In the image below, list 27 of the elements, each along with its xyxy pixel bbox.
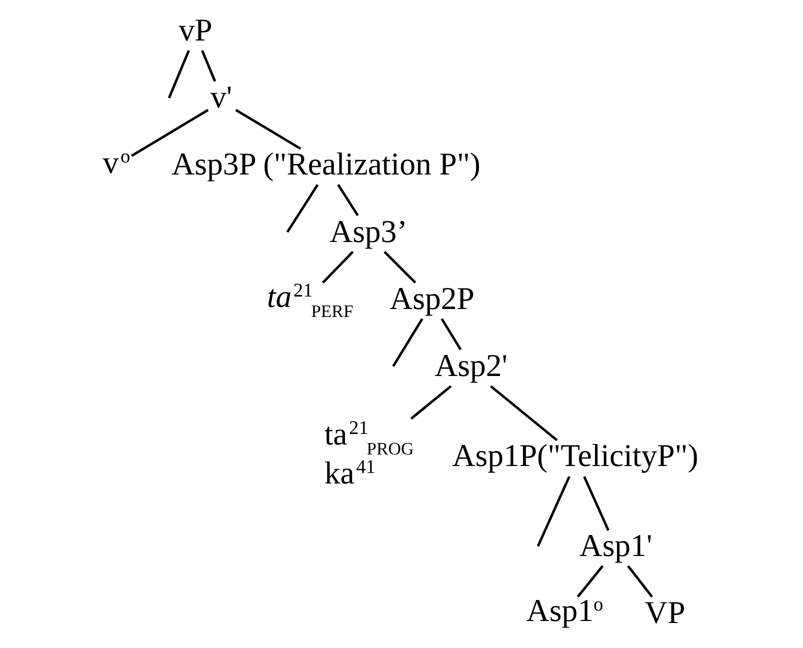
connector: [440, 318, 462, 350]
node-text: Asp2': [434, 348, 507, 383]
connector: [489, 385, 558, 442]
connector: [576, 565, 604, 598]
connector: [536, 476, 570, 547]
node-text: Asp1$^{o}$: [526, 593, 603, 628]
node-text: Asp1': [578, 528, 652, 563]
connector: [200, 50, 216, 82]
connector: [167, 50, 190, 98]
connector: [336, 184, 358, 216]
connector: [383, 250, 416, 284]
connector: [410, 385, 452, 420]
connector: [130, 108, 208, 157]
connector: [322, 250, 354, 284]
node-text: Asp2P: [389, 280, 474, 316]
node-text: Asp3P ("Realization P"): [171, 146, 480, 182]
connector: [392, 318, 423, 367]
node-text: v': [210, 80, 232, 115]
node-text: Asp3’: [329, 214, 407, 249]
node-text: vP: [178, 12, 212, 48]
connector: [286, 184, 318, 233]
node-text: v$^{o}$: [102, 144, 130, 180]
node-text: VP: [644, 595, 685, 630]
connector: [626, 565, 652, 598]
connector: [582, 476, 609, 531]
connector: [234, 108, 301, 150]
node-text: Asp1P("TelicityP"): [452, 438, 698, 473]
